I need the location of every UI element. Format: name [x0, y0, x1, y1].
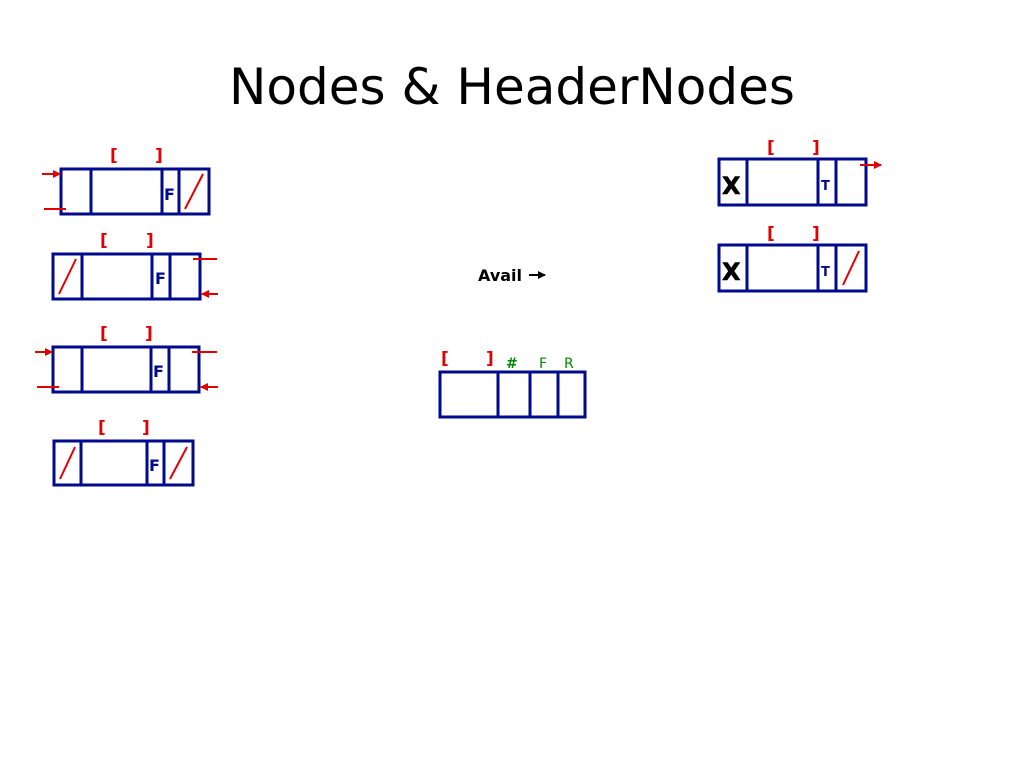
- header-node-2-bracket-close: ]: [812, 224, 820, 244]
- node-2-flag: F: [155, 269, 166, 288]
- header-node-2: [ ] X T: [717, 224, 868, 293]
- avail-pointer: Avail: [478, 266, 546, 285]
- node-1: [ ] F: [42, 146, 211, 216]
- node-4-box: [52, 439, 195, 487]
- node-1-box: [59, 167, 211, 216]
- header-node-1-flag: T: [821, 179, 830, 194]
- node-4: [ ] F: [52, 418, 195, 487]
- avail-label: Avail: [478, 266, 522, 285]
- avail-node-box: [438, 370, 587, 419]
- avail-node-hash: #: [506, 356, 518, 372]
- node-3-bracket-close: ]: [145, 324, 153, 344]
- header-node-2-x: X: [722, 258, 741, 286]
- node-3-bracket-open: [: [100, 324, 108, 344]
- avail-node-r: R: [564, 356, 574, 372]
- slide-title: Nodes & HeaderNodes: [229, 58, 795, 116]
- node-4-bracket-close: ]: [142, 418, 150, 438]
- header-node-2-bracket-open: [: [767, 224, 775, 244]
- node-1-flag: F: [164, 185, 175, 204]
- node-1-bracket-open: [: [110, 146, 118, 166]
- node-2-null-mark: [58, 258, 77, 295]
- header-node-1-bracket-open: [: [767, 138, 775, 158]
- node-2-bracket-open: [: [100, 231, 108, 251]
- node-2-bracket-close: ]: [146, 231, 154, 251]
- avail-node-bracket-close: ]: [486, 349, 494, 369]
- avail-node-f: F: [539, 356, 547, 372]
- header-node-2-null-mark: [842, 250, 860, 286]
- node-1-null-mark: [184, 173, 204, 210]
- node-4-flag: F: [149, 456, 160, 475]
- header-node-2-box: [717, 243, 868, 293]
- node-4-bracket-open: [: [98, 418, 106, 438]
- header-node-1: [ ] X T: [717, 138, 882, 207]
- node-3-flag: F: [153, 362, 164, 381]
- header-node-2-flag: T: [821, 265, 830, 280]
- node-3-box: [51, 345, 201, 394]
- header-node-1-box: [717, 157, 868, 207]
- header-node-1-bracket-close: ]: [812, 138, 820, 158]
- node-2: [ ] F: [51, 231, 218, 301]
- node-2-box: [51, 252, 202, 301]
- avail-node-bracket-open: [: [441, 349, 449, 369]
- node-4-null-mark-right: [169, 446, 188, 480]
- node-1-bracket-close: ]: [155, 146, 163, 166]
- header-node-1-x: X: [722, 172, 741, 200]
- node-4-null-mark-left: [59, 446, 76, 480]
- avail-node: [ ] # F R: [438, 349, 587, 419]
- node-3: [ ] F: [35, 324, 218, 394]
